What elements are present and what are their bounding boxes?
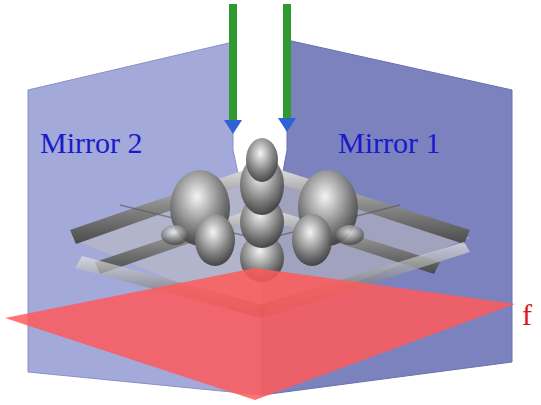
focal-plane	[5, 268, 515, 400]
mirror-label: Mirror 2	[40, 128, 142, 158]
incident-arrows	[224, 4, 296, 134]
surface-peaks	[161, 138, 364, 282]
mirror-label: Mirror 1	[338, 128, 440, 158]
plane-label: f	[522, 300, 532, 330]
